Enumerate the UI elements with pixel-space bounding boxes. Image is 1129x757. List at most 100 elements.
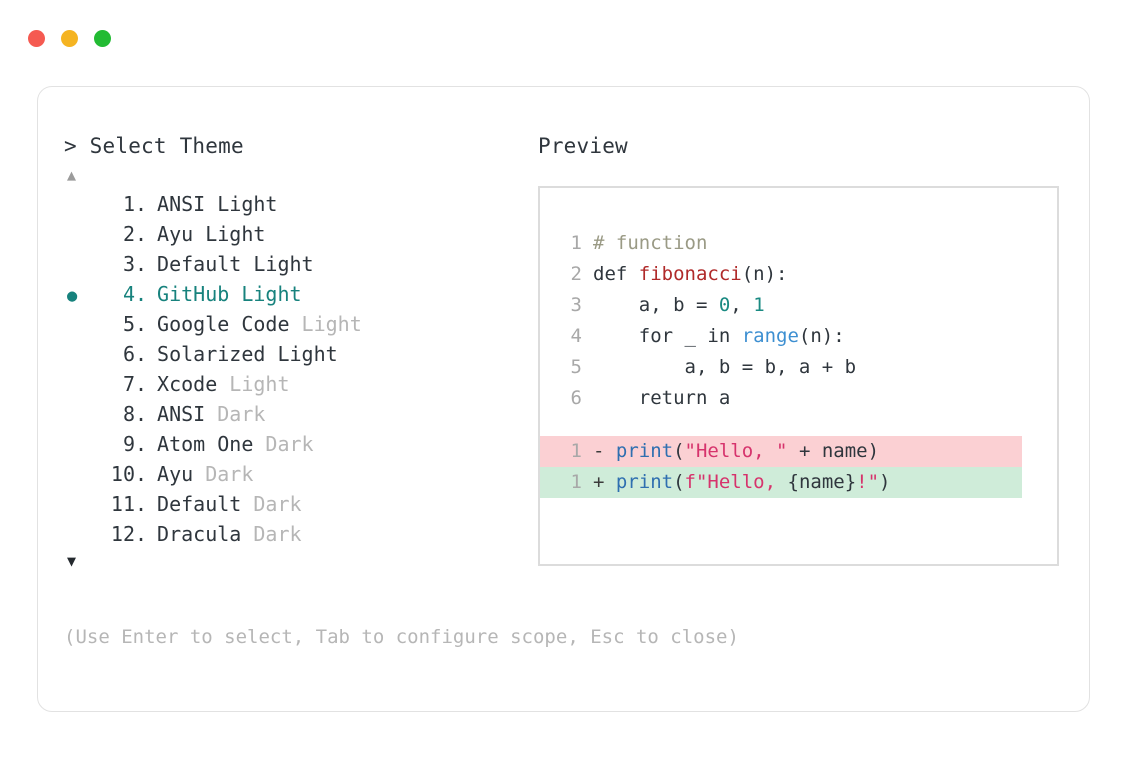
theme-index-separator: . <box>135 402 148 426</box>
theme-name: GitHub <box>157 282 242 306</box>
theme-name: Default <box>157 492 254 516</box>
window-controls <box>28 30 111 47</box>
line-number: 2 <box>570 263 582 285</box>
selection-bullet-icon <box>64 521 93 551</box>
scroll-up-arrow[interactable]: ▲ <box>67 166 77 184</box>
line-number: 6 <box>570 387 582 409</box>
code-token: range <box>741 325 799 347</box>
code-token: a, b = <box>593 294 719 316</box>
theme-variant: Dark <box>253 492 302 516</box>
code-token: ( <box>673 471 685 493</box>
scroll-down-arrow[interactable]: ▼ <box>67 552 77 570</box>
selection-bullet-icon <box>64 251 93 281</box>
diff-line-removed: 1- print("Hello, " + name) <box>540 436 1022 467</box>
line-number: 3 <box>570 294 582 316</box>
theme-variant: Light <box>277 342 338 366</box>
code-token: (n): <box>741 263 788 285</box>
theme-index: 11 <box>110 492 135 516</box>
selection-bullet-icon <box>64 191 93 221</box>
code-token: + name) <box>787 440 880 462</box>
code-token: ) <box>879 471 891 493</box>
diff-line-added: 1+ print(f"Hello, {name}!") <box>540 467 1022 498</box>
code-line: 1 # function <box>558 228 1057 259</box>
theme-index: 8 <box>122 402 135 426</box>
theme-name: Default <box>157 252 254 276</box>
minimize-window-button[interactable] <box>61 30 78 47</box>
theme-selector-panel: > Select Theme ▲ 1.ANSI Light 2.Ayu Ligh… <box>64 131 534 571</box>
theme-name: ANSI <box>157 402 218 426</box>
theme-list-item[interactable]: 6.Solarized Light <box>64 339 534 369</box>
code-token: , <box>730 294 754 316</box>
theme-picker-card: > Select Theme ▲ 1.ANSI Light 2.Ayu Ligh… <box>37 86 1090 712</box>
theme-list-item[interactable]: 12.Dracula Dark <box>64 519 534 549</box>
line-number: 5 <box>570 356 582 378</box>
theme-list-item[interactable]: 3.Default Light <box>64 249 534 279</box>
code-token: 0 <box>718 294 731 316</box>
theme-name: Solarized <box>157 342 278 366</box>
theme-list-item[interactable]: 11.Default Dark <box>64 489 534 519</box>
theme-variant: Dark <box>265 432 314 456</box>
theme-variant: Light <box>253 252 314 276</box>
selection-bullet-icon <box>64 401 93 431</box>
keyboard-hint: (Use Enter to select, Tab to configure s… <box>64 626 739 648</box>
line-number: 1 <box>570 232 582 254</box>
theme-list-item[interactable]: 8.ANSI Dark <box>64 399 534 429</box>
theme-variant: Dark <box>253 522 302 546</box>
theme-index: 4 <box>122 282 135 306</box>
selection-bullet-icon <box>64 371 93 401</box>
maximize-window-button[interactable] <box>94 30 111 47</box>
theme-index: 6 <box>122 342 135 366</box>
theme-index-separator: . <box>135 192 148 216</box>
code-token: (n): <box>798 325 845 347</box>
theme-variant: Light <box>241 282 302 306</box>
theme-list-item[interactable]: 10.Ayu Dark <box>64 459 534 489</box>
theme-name: Google Code <box>157 312 302 336</box>
selection-bullet-icon: ● <box>67 286 78 306</box>
theme-list-item[interactable]: 1.ANSI Light <box>64 189 534 219</box>
code-line: 4 for _ in range(n): <box>558 321 1057 352</box>
theme-index-separator: . <box>135 372 148 396</box>
selection-bullet-icon <box>64 311 93 341</box>
code-token: fibonacci <box>638 263 742 285</box>
theme-index: 1 <box>122 192 135 216</box>
line-number: 1 <box>570 440 582 462</box>
theme-variant: Light <box>301 312 362 336</box>
theme-list-item[interactable]: 7.Xcode Light <box>64 369 534 399</box>
code-line: 3 a, b = 0, 1 <box>558 290 1057 321</box>
code-token: a, b = b, a + b <box>593 356 857 378</box>
theme-list: 1.ANSI Light 2.Ayu Light 3.Default Light… <box>64 189 534 549</box>
theme-index: 5 <box>122 312 135 336</box>
theme-list-item[interactable]: 2.Ayu Light <box>64 219 534 249</box>
code-token: 1 <box>753 294 765 316</box>
code-token: return a <box>593 387 731 409</box>
theme-index-separator: . <box>135 282 148 306</box>
code-token: print <box>615 471 674 493</box>
theme-variant: Light <box>205 222 266 246</box>
selection-bullet-icon <box>64 461 93 491</box>
theme-name: Dracula <box>157 522 254 546</box>
diff-plus-sign: + <box>593 471 616 493</box>
code-content: a, b = b, a + b <box>593 352 857 383</box>
selection-bullet-icon <box>64 341 93 371</box>
theme-list-item[interactable]: 9.Atom One Dark <box>64 429 534 459</box>
code-content: for _ in range(n): <box>593 321 845 352</box>
code-content: # function <box>593 228 707 259</box>
theme-variant: Light <box>229 372 290 396</box>
selection-bullet-icon <box>64 431 93 461</box>
line-number: 4 <box>570 325 582 347</box>
theme-variant: Light <box>217 192 278 216</box>
code-token: def <box>593 263 639 285</box>
theme-index-separator: . <box>135 222 148 246</box>
code-token: for _ in <box>593 325 742 347</box>
theme-index-separator: . <box>135 522 148 546</box>
code-token: !" <box>856 471 880 493</box>
code-token: "Hello, " <box>684 440 788 462</box>
theme-index: 2 <box>122 222 135 246</box>
theme-list-item[interactable]: 5. Google Code Light <box>64 309 534 339</box>
close-window-button[interactable] <box>28 30 45 47</box>
theme-list-item[interactable]: ● 4. GitHub Light <box>64 279 534 309</box>
theme-index-separator: . <box>135 312 148 336</box>
code-token: ( <box>673 440 685 462</box>
code-line: 5 a, b = b, a + b <box>558 352 1057 383</box>
